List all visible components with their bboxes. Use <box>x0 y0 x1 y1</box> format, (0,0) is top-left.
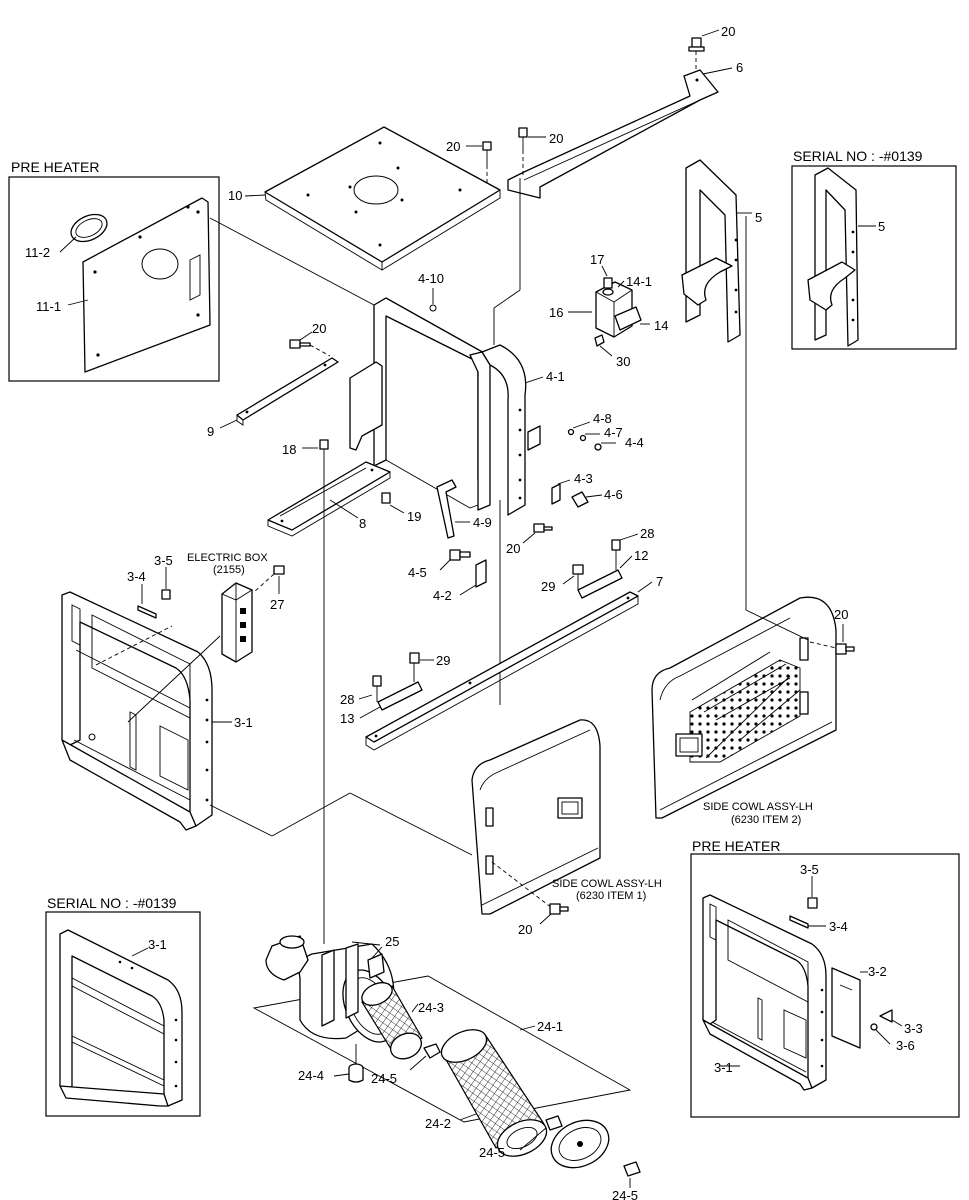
callout-3-2: 3-2 <box>868 964 887 979</box>
tray-8: 8 18 19 <box>267 439 421 537</box>
callout-11-1: 11-1 <box>36 299 61 314</box>
callout-3-1-b: 3-1 <box>714 1060 733 1075</box>
callout-24-2: 24-2 <box>425 1116 451 1131</box>
callout-20-f: 20 <box>834 607 848 622</box>
callout-7: 7 <box>656 574 663 589</box>
callout-4-2: 4-2 <box>433 588 452 603</box>
callout-28-a: 28 <box>640 526 654 541</box>
callout-24-1: 24-1 <box>537 1019 563 1034</box>
serial-inset-top: SERIAL NO : -#0139 5 <box>791 148 957 350</box>
side-cowl-right-label: SIDE COWL ASSY-LH <box>703 801 813 813</box>
side-post-5: 5 <box>681 159 762 343</box>
callout-4-3: 4-3 <box>574 471 593 486</box>
callout-19: 19 <box>407 509 421 524</box>
callout-11-2: 11-2 <box>25 245 50 260</box>
electric-box-label: ELECTRIC BOX <box>187 552 268 564</box>
callout-4-9: 4-9 <box>473 515 492 530</box>
callout-20-top: 20 <box>721 24 735 39</box>
callout-16: 16 <box>549 305 563 320</box>
bar-9: 9 20 <box>207 321 339 439</box>
callout-14: 14 <box>654 318 668 333</box>
pre-heater-title: PRE HEATER <box>11 159 99 175</box>
callout-28-b: 28 <box>340 692 354 707</box>
callout-30: 30 <box>616 354 630 369</box>
serial-title-bottom: SERIAL NO : -#0139 <box>47 895 177 911</box>
callout-4-10: 4-10 <box>418 271 444 286</box>
side-cowl-center-label: SIDE COWL ASSY-LH <box>552 878 662 890</box>
side-frame-3-1-left: 3-1 3-4 3-5 <box>61 553 253 831</box>
callout-8: 8 <box>359 516 366 531</box>
callout-20-b: 20 <box>446 139 460 154</box>
top-plate-10: 10 <box>228 126 501 271</box>
callout-5-inset: 5 <box>878 219 885 234</box>
callout-20-d: 20 <box>312 321 326 336</box>
callout-4-4: 4-4 <box>625 435 644 450</box>
callout-3-5-a: 3-5 <box>154 553 173 568</box>
callout-27: 27 <box>270 597 284 612</box>
callout-18: 18 <box>282 442 296 457</box>
callout-24-4: 24-4 <box>298 1068 324 1083</box>
side-cowl-center: SIDE COWL ASSY-LH (6230 ITEM 1) 20 <box>209 719 662 937</box>
callout-20-g: 20 <box>518 922 532 937</box>
callout-24-5-b: 24-5 <box>479 1145 505 1160</box>
pre-heater-inset-bottom: PRE HEATER 3-2 3-3 3-6 3-5 3-4 3-1 <box>690 838 960 1118</box>
bar-7: 7 12 28 29 29 28 13 <box>340 526 663 751</box>
callout-13: 13 <box>340 711 354 726</box>
callout-24-5-a: 24-5 <box>371 1071 397 1086</box>
top-bracket-6: 6 20 20 <box>507 24 743 199</box>
pre-heater-gasket <box>70 213 108 243</box>
callout-3-4-a: 3-4 <box>127 569 146 584</box>
callout-9: 9 <box>207 424 214 439</box>
callout-4-1: 4-1 <box>546 369 565 384</box>
bolt-4-5: 4-5 4-2 <box>408 549 487 603</box>
callout-29-b: 29 <box>436 653 450 668</box>
callout-3-5-b: 3-5 <box>800 862 819 877</box>
bolt-20-plate: 20 <box>446 139 492 185</box>
callout-20-e: 20 <box>506 541 520 556</box>
serial-inset-bottom: SERIAL NO : -#0139 3-1 <box>45 895 201 1117</box>
callout-6: 6 <box>736 60 743 75</box>
hardware-4-8-4-7-4-4: 4-8 4-7 4-4 <box>567 411 644 451</box>
side-cowl-right: SIDE COWL ASSY-LH (6230 ITEM 2) 20 <box>651 216 855 826</box>
callout-25: 25 <box>385 934 399 949</box>
center-frame-4-1: 4-10 4-1 <box>209 178 565 705</box>
rod-4-9: 4-9 <box>436 479 492 539</box>
callout-4-5: 4-5 <box>408 565 427 580</box>
callout-29-a: 29 <box>541 579 555 594</box>
pre-heater-title-2: PRE HEATER <box>692 838 780 854</box>
callout-24-5-c: 24-5 <box>612 1188 638 1200</box>
callout-3-1-a: 3-1 <box>234 715 253 730</box>
electric-box-ref: (2155) <box>213 564 245 576</box>
callout-12: 12 <box>634 548 648 563</box>
callout-20-c: 20 <box>549 131 563 146</box>
bolt-20-e: 20 <box>506 523 553 556</box>
pre-heater-inset-top: PRE HEATER 11-2 11-1 <box>8 159 220 382</box>
callout-4-8: 4-8 <box>593 411 612 426</box>
pre-heater-plate <box>82 197 211 373</box>
callout-3-1-c: 3-1 <box>148 937 167 952</box>
callout-10: 10 <box>228 188 242 203</box>
callout-4-6: 4-6 <box>604 487 623 502</box>
callout-3-3: 3-3 <box>904 1021 923 1036</box>
side-cowl-right-ref: (6230 ITEM 2) <box>731 814 801 826</box>
callout-3-4-b: 3-4 <box>829 919 848 934</box>
electric-box: ELECTRIC BOX (2155) 27 <box>187 552 285 663</box>
bracket-4-3: 4-3 4-6 <box>551 471 623 508</box>
callout-14-1: 14-1 <box>626 274 652 289</box>
callout-5: 5 <box>755 210 762 225</box>
callout-4-7: 4-7 <box>604 425 623 440</box>
callout-24-3: 24-3 <box>418 1000 444 1015</box>
air-cleaner-assy: 24-1 25 24-4 24-3 24-5 24 <box>252 470 641 1200</box>
side-cowl-center-ref: (6230 ITEM 1) <box>576 890 646 902</box>
callout-17: 17 <box>590 252 604 267</box>
tank-14: 17 14-1 16 14 30 <box>549 252 668 369</box>
callout-3-6: 3-6 <box>896 1038 915 1053</box>
serial-title-top: SERIAL NO : -#0139 <box>793 148 923 164</box>
